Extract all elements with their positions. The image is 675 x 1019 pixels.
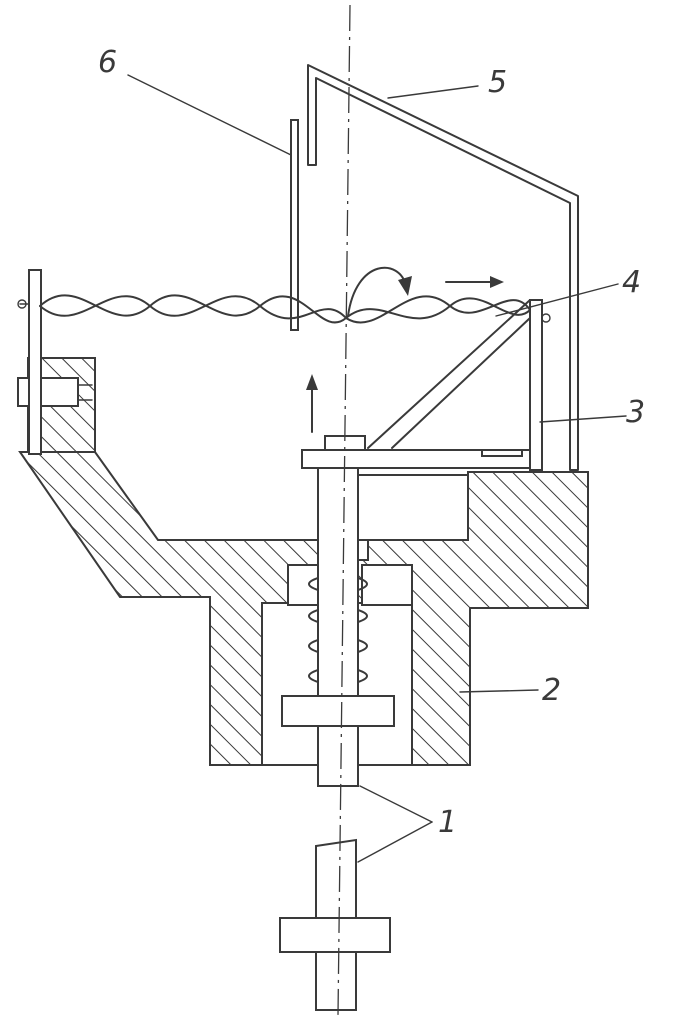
lift-arrow-up xyxy=(306,374,318,433)
shaft-upper xyxy=(317,467,359,787)
label-5: 5 xyxy=(488,65,507,100)
label-4: 4 xyxy=(622,265,641,300)
mounting-plate xyxy=(301,435,543,469)
label-1: 1 xyxy=(438,805,457,840)
center-axis xyxy=(337,4,351,1016)
leader-lines xyxy=(127,74,627,863)
label-2: 2 xyxy=(542,673,561,708)
left-post xyxy=(17,269,42,455)
stirrer-helix xyxy=(39,294,531,324)
rod xyxy=(290,119,299,331)
guard-plate xyxy=(307,64,579,471)
label-6: 6 xyxy=(98,45,117,80)
shaft-lower xyxy=(279,838,391,1011)
bracket xyxy=(367,299,551,471)
guide-block xyxy=(357,474,469,541)
flow-arrow-right xyxy=(445,276,504,288)
shaft-collar xyxy=(281,695,395,727)
spring xyxy=(308,577,368,683)
label-3: 3 xyxy=(626,395,645,430)
rotation-arrow xyxy=(347,266,412,317)
